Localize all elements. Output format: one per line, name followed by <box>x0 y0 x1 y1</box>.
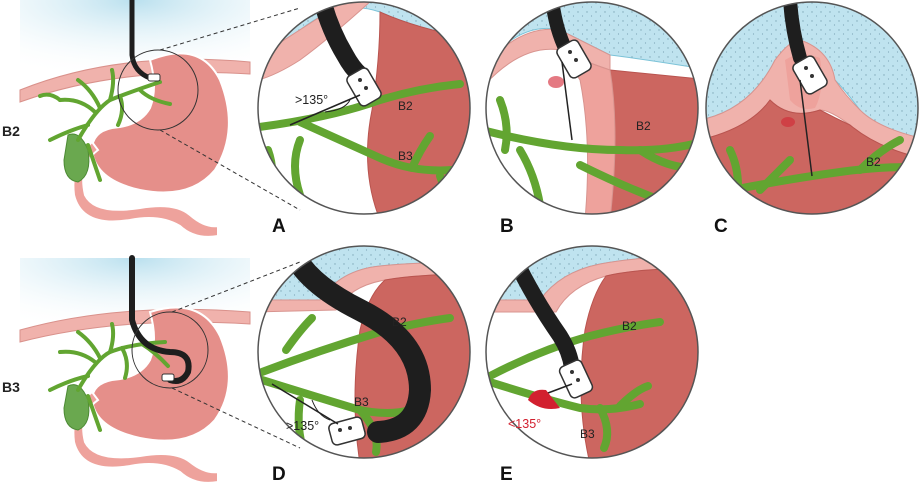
echoendoscope-tip-icon <box>558 359 594 399</box>
zoom-guide-bottom-a <box>159 129 301 211</box>
acute-angle-wedge-e <box>528 389 560 409</box>
angle-arc-d <box>311 399 331 421</box>
panel-b: B2 B <box>485 1 699 237</box>
panel-a: >135° B2 B3 A <box>257 1 471 237</box>
panel-letter-e: E <box>500 464 513 485</box>
duct-label-b2-c: B2 <box>866 155 881 169</box>
panel-letter-c: C <box>714 216 728 237</box>
bile-duct-d <box>258 314 454 456</box>
zoom-region-b2 <box>117 49 199 131</box>
echoendoscope-tip-icon <box>147 73 161 82</box>
duct-label-b3-e: B3 <box>580 427 595 441</box>
echoendoscope-tip-icon <box>556 39 592 79</box>
duct-label-b2-e: B2 <box>622 319 637 333</box>
panel-c: B2 C <box>705 1 919 237</box>
zoom-guide-top-a <box>159 7 301 51</box>
duct-label-b2-a: B2 <box>398 99 413 113</box>
overview-anatomy-b3 <box>19 255 301 484</box>
bile-duct-tree-b2 <box>38 68 172 182</box>
stomach-icon <box>72 306 230 484</box>
bleeding-spot-c <box>781 117 795 127</box>
gallbladder-icon <box>63 384 90 431</box>
panel-letter-a: A <box>272 216 286 237</box>
zoom-guide-bottom-d <box>171 387 301 449</box>
zoom-region-b3 <box>131 311 209 389</box>
endoscope-icon <box>313 2 369 84</box>
duct-label-b3-d: B3 <box>354 395 369 409</box>
duct-label-b2-b: B2 <box>636 119 651 133</box>
angle-label-a: >135° <box>295 93 328 107</box>
row-label-b3: B3 <box>2 379 20 395</box>
angle-label-e: <135° <box>508 417 541 431</box>
echoendoscope-tip-icon <box>346 67 382 107</box>
echoendoscope-tip-icon <box>161 373 175 382</box>
endoscope-icon <box>129 0 153 81</box>
panel-d: >135° B2 B3 D <box>257 245 471 485</box>
duct-label-b2-d: B2 <box>392 315 407 329</box>
endoscope-icon <box>129 255 192 384</box>
needle-icon <box>799 79 813 177</box>
needle-icon <box>289 94 361 126</box>
stomach-icon <box>72 52 230 238</box>
bile-duct-e <box>486 318 664 452</box>
needle-icon <box>561 61 573 141</box>
endoscope-icon <box>783 2 807 65</box>
overview-anatomy-b2 <box>19 0 301 238</box>
panel-letter-d: D <box>272 464 286 485</box>
angle-label-d: >135° <box>286 419 319 433</box>
angle-arc-a <box>324 99 351 113</box>
bleeding-spot-b <box>548 76 564 88</box>
endoscope-icon <box>279 246 432 443</box>
panel-e: <135° B2 B3 E <box>485 245 699 485</box>
zoom-guide-top-d <box>171 261 301 313</box>
row-label-b2: B2 <box>2 123 20 139</box>
duct-label-b3-a: B3 <box>398 149 413 163</box>
panel-letter-b: B <box>500 216 514 237</box>
needle-icon <box>271 383 339 425</box>
